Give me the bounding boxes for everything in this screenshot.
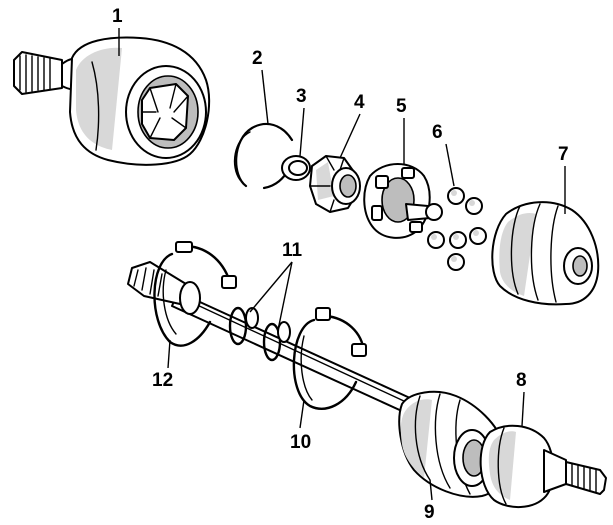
callout-12: 12 — [152, 370, 173, 391]
cv-joint-housing — [13, 36, 211, 166]
bearing-balls — [427, 187, 487, 271]
callout-11: 11 — [282, 240, 303, 261]
shaft-rings — [228, 306, 291, 362]
outer-cv-joint — [479, 424, 607, 508]
shaft-boot — [398, 390, 507, 498]
boot-clamp-large — [292, 307, 367, 410]
callout-9: 9 — [424, 502, 435, 523]
callout-2: 2 — [252, 48, 263, 69]
inner-spline-end — [127, 261, 201, 315]
snap-ring — [233, 122, 294, 190]
ball-cage — [363, 163, 443, 239]
circlip — [281, 155, 311, 181]
callout-5: 5 — [396, 96, 407, 117]
callout-7: 7 — [558, 144, 569, 165]
callout-10: 10 — [290, 432, 311, 453]
inner-race — [309, 155, 361, 213]
drive-shaft — [171, 291, 411, 413]
callout-6: 6 — [432, 122, 443, 143]
callout-8: 8 — [516, 370, 527, 391]
callout-3: 3 — [296, 86, 307, 107]
rubber-boot — [491, 201, 600, 306]
callout-4: 4 — [354, 92, 365, 113]
leader-lines — [118, 28, 566, 501]
callout-1: 1 — [112, 6, 123, 27]
boot-clamp-left — [153, 241, 237, 347]
